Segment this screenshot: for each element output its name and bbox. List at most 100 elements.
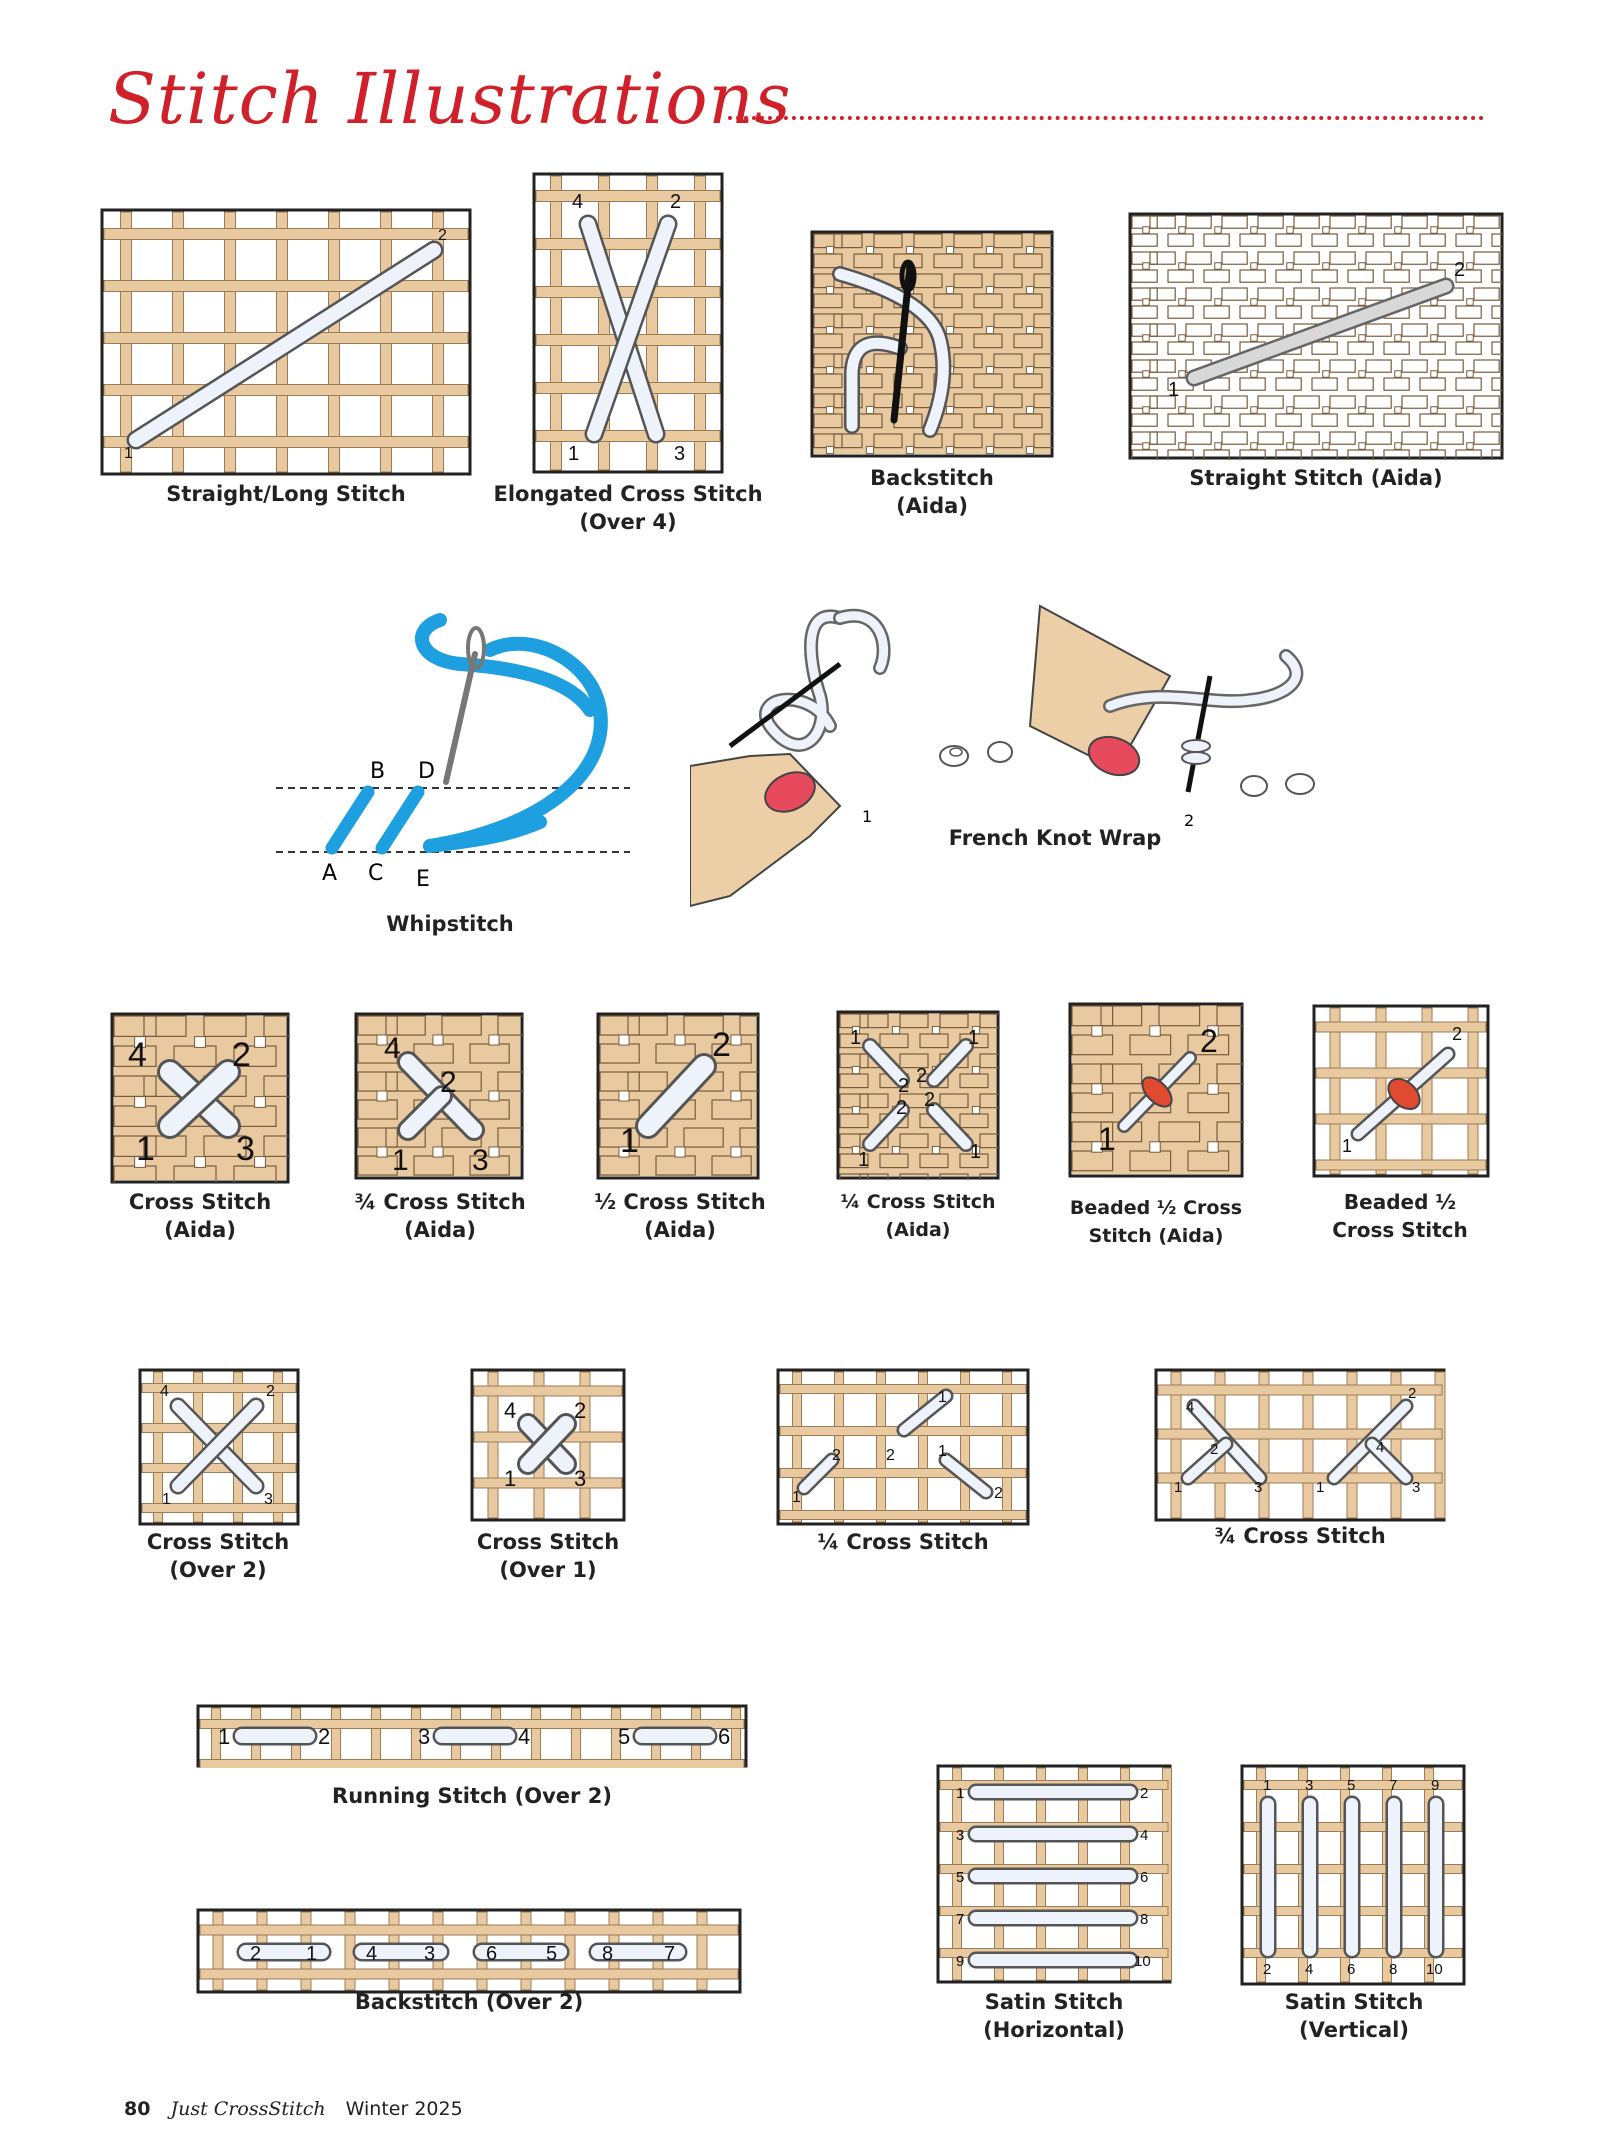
caption-whipstitch: Whipstitch bbox=[386, 912, 514, 936]
title-dotted-rule bbox=[728, 116, 1484, 120]
svg-text:1: 1 bbox=[938, 1389, 947, 1406]
caption-half-cross-stitch-aida: ½ Cross Stitch(Aida) bbox=[594, 1190, 766, 1242]
svg-text:2: 2 bbox=[886, 1447, 895, 1464]
running-stitch-over-2-diagram: 1 2 3 4 5 6 bbox=[196, 1704, 748, 1768]
svg-text:2: 2 bbox=[924, 1089, 935, 1111]
svg-text:4: 4 bbox=[518, 1724, 530, 1749]
svg-text:1: 1 bbox=[306, 1943, 317, 1965]
svg-text:2: 2 bbox=[250, 1943, 261, 1965]
svg-text:2: 2 bbox=[232, 1036, 251, 1074]
svg-text:2: 2 bbox=[440, 1066, 457, 1099]
svg-text:2: 2 bbox=[318, 1724, 330, 1749]
caption-three-quarter-cross-stitch: ¾ Cross Stitch bbox=[1214, 1524, 1386, 1548]
caption-straight-long-stitch: Straight/Long Stitch bbox=[166, 482, 406, 506]
svg-text:1: 1 bbox=[620, 1122, 639, 1160]
svg-text:3: 3 bbox=[472, 1144, 489, 1177]
beaded-half-cross-stitch-aida-diagram: 1 2 bbox=[1068, 1002, 1244, 1178]
caption-elongated-cross-stitch: Elongated Cross Stitch(Over 4) bbox=[493, 482, 763, 534]
svg-text:2: 2 bbox=[1200, 1023, 1218, 1059]
svg-text:3: 3 bbox=[1412, 1479, 1420, 1496]
svg-text:6: 6 bbox=[486, 1943, 497, 1965]
svg-text:2: 2 bbox=[994, 1485, 1003, 1502]
svg-text:2: 2 bbox=[832, 1447, 841, 1464]
svg-text:2: 2 bbox=[712, 1026, 731, 1064]
half-cross-stitch-aida-diagram: 1 2 bbox=[596, 1012, 760, 1180]
svg-text:6: 6 bbox=[1140, 1869, 1148, 1886]
svg-text:1: 1 bbox=[1098, 1121, 1116, 1157]
caption-straight-stitch-aida: Straight Stitch (Aida) bbox=[1189, 466, 1443, 490]
svg-text:1: 1 bbox=[124, 445, 133, 462]
svg-text:1: 1 bbox=[504, 1466, 516, 1491]
whipstitch-diagram: A B C D E bbox=[270, 590, 650, 900]
svg-text:5: 5 bbox=[956, 1869, 964, 1886]
svg-text:2: 2 bbox=[1140, 1785, 1148, 1802]
svg-text:8: 8 bbox=[1389, 1961, 1397, 1978]
caption-running-stitch-over-2: Running Stitch (Over 2) bbox=[332, 1784, 612, 1808]
svg-text:10: 10 bbox=[1426, 1961, 1443, 1978]
svg-text:6: 6 bbox=[718, 1724, 730, 1749]
svg-text:4: 4 bbox=[1140, 1827, 1148, 1844]
svg-text:1: 1 bbox=[968, 1027, 979, 1049]
caption-satin-stitch-horizontal: Satin Stitch(Horizontal) bbox=[983, 1990, 1125, 2042]
svg-text:7: 7 bbox=[664, 1943, 675, 1965]
svg-text:3: 3 bbox=[424, 1943, 435, 1965]
svg-text:4: 4 bbox=[128, 1036, 147, 1074]
svg-text:2: 2 bbox=[266, 1383, 275, 1400]
svg-text:8: 8 bbox=[602, 1943, 613, 1965]
svg-text:1: 1 bbox=[392, 1144, 409, 1177]
quarter-cross-stitch-aida-diagram: 1 1 2 2 2 2 1 1 bbox=[836, 1010, 1000, 1180]
svg-text:3: 3 bbox=[674, 443, 685, 465]
svg-text:1: 1 bbox=[850, 1027, 861, 1049]
svg-text:3: 3 bbox=[418, 1724, 430, 1749]
svg-text:2: 2 bbox=[438, 227, 447, 244]
svg-text:2: 2 bbox=[574, 1398, 586, 1423]
svg-text:1: 1 bbox=[162, 1491, 171, 1508]
svg-text:2: 2 bbox=[1210, 1441, 1218, 1458]
cross-stitch-aida-diagram: 4 2 1 3 bbox=[110, 1012, 290, 1184]
caption-backstitch-over-2: Backstitch (Over 2) bbox=[354, 1990, 584, 2014]
svg-text:2: 2 bbox=[916, 1065, 927, 1087]
svg-text:8: 8 bbox=[1140, 1911, 1148, 1928]
straight-stitch-aida-diagram: 1 2 bbox=[1128, 212, 1504, 460]
svg-text:3: 3 bbox=[1254, 1479, 1262, 1496]
svg-text:5: 5 bbox=[1347, 1777, 1355, 1794]
caption-cross-stitch-over-2: Cross Stitch(Over 2) bbox=[146, 1530, 290, 1582]
caption-cross-stitch-aida: Cross Stitch(Aida) bbox=[128, 1190, 272, 1242]
svg-text:3: 3 bbox=[236, 1130, 255, 1168]
svg-text:2: 2 bbox=[670, 191, 681, 213]
caption-backstitch-aida: Backstitch(Aida) bbox=[870, 466, 994, 518]
quarter-cross-stitch-diagram: 1 2 2 1 1 2 bbox=[776, 1368, 1030, 1526]
svg-text:4: 4 bbox=[366, 1943, 377, 1965]
svg-text:9: 9 bbox=[956, 1953, 964, 1970]
svg-text:1: 1 bbox=[1342, 1136, 1352, 1156]
svg-text:4: 4 bbox=[1305, 1961, 1313, 1978]
caption-quarter-cross-stitch: ¼ Cross Stitch bbox=[817, 1530, 989, 1554]
svg-text:3: 3 bbox=[264, 1491, 273, 1508]
svg-text:D: D bbox=[418, 759, 435, 784]
svg-text:7: 7 bbox=[956, 1911, 964, 1928]
cross-stitch-over-1-diagram: 4 2 1 3 bbox=[470, 1368, 626, 1522]
three-quarter-cross-stitch-aida-diagram: 4 2 1 3 bbox=[354, 1012, 524, 1180]
three-quarter-cross-stitch-diagram: 4 2 1 3 2 4 1 3 bbox=[1154, 1368, 1446, 1522]
page-footer: 80 Just CrossStitch Winter 2025 bbox=[124, 2098, 463, 2120]
satin-stitch-vertical-diagram: 1 3 5 7 9 2 4 6 8 10 bbox=[1240, 1764, 1466, 1986]
svg-text:1: 1 bbox=[1174, 1479, 1182, 1496]
svg-text:2: 2 bbox=[1184, 811, 1194, 830]
svg-text:2: 2 bbox=[1263, 1961, 1271, 1978]
svg-text:1: 1 bbox=[792, 1489, 801, 1506]
svg-text:1: 1 bbox=[136, 1130, 155, 1168]
page-title: Stitch Illustrations bbox=[108, 58, 792, 140]
satin-stitch-horizontal-diagram: 1 2 3 4 5 6 7 8 9 10 bbox=[936, 1764, 1172, 1984]
svg-text:2: 2 bbox=[1408, 1385, 1416, 1402]
svg-text:4: 4 bbox=[1186, 1399, 1194, 1416]
svg-text:2: 2 bbox=[898, 1075, 909, 1097]
backstitch-over-2-diagram: 2 1 4 3 6 5 8 7 bbox=[196, 1908, 742, 1994]
svg-text:2: 2 bbox=[896, 1097, 907, 1119]
svg-text:1: 1 bbox=[938, 1443, 947, 1460]
svg-text:C: C bbox=[368, 861, 383, 886]
magazine-name: Just CrossStitch bbox=[170, 2098, 326, 2120]
issue-date: Winter 2025 bbox=[345, 2098, 463, 2120]
svg-text:3: 3 bbox=[956, 1827, 964, 1844]
beaded-half-cross-stitch-diagram: 1 2 bbox=[1312, 1004, 1490, 1178]
